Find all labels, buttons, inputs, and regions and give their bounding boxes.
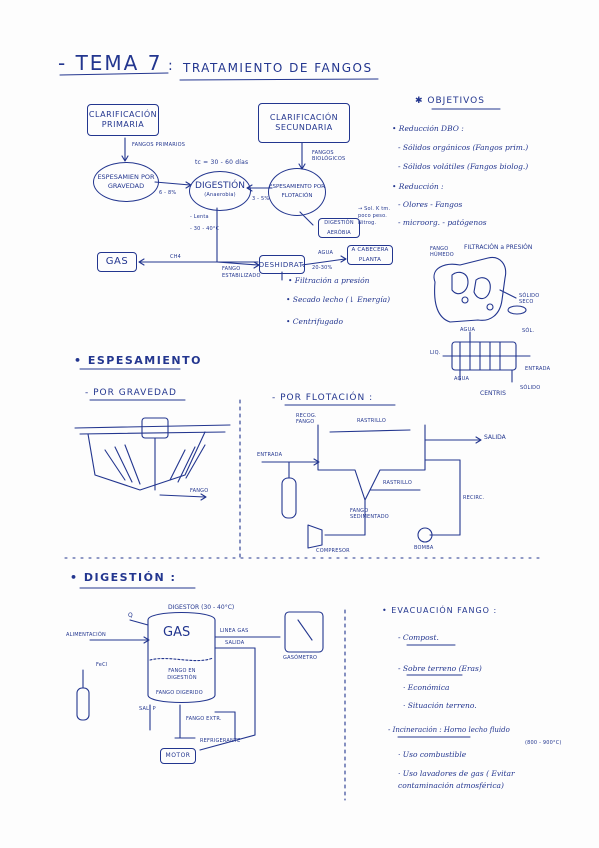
label-entrada-flot: ENTRADA xyxy=(257,452,283,458)
label-salida-flot: SALIDA xyxy=(484,434,506,441)
method-secado: • Secado lecho (↓ Energía) xyxy=(286,295,391,304)
label-sol: SÓL. xyxy=(522,328,535,334)
box-motor: MOTOR xyxy=(160,748,196,764)
box-digestion-aerobia: DIGESTIÓN AERÓBIA xyxy=(318,218,360,238)
label-fangos-biologicos: FANGOS BIOLÓGICOS xyxy=(312,150,346,162)
filter-press-drawing xyxy=(433,256,527,323)
label-fango-digestion: FANGO EN DIGESTIÓN xyxy=(167,668,197,681)
label-fango-humedo: FANGO HÚMEDO xyxy=(430,246,454,258)
label-fango-grav: FANGO xyxy=(190,488,209,494)
label-refrigerante: REFRIGERANTE xyxy=(200,738,241,744)
centrifuge-drawing xyxy=(442,331,531,383)
note-temp: - 30 - 40°C xyxy=(190,226,220,232)
label-filt-agua: AGUA xyxy=(460,327,476,333)
method-centrifugado: • Centrifugado xyxy=(286,317,344,326)
digestor-drawing xyxy=(76,611,324,751)
arrow-grav-dig xyxy=(154,181,191,186)
evac-item-5: - Incineración : Horno lecho fluido xyxy=(388,726,510,734)
label-rastrillo-top: RASTRILLO xyxy=(357,418,386,424)
pct-gravedad: 6 - 8% xyxy=(159,190,177,196)
obj-item-1: • Reducción DBO : xyxy=(392,124,464,133)
obj-item-6: - microorg. - patógenos xyxy=(398,218,487,227)
label-fecl: FeCl xyxy=(96,662,108,668)
section-digestion: • DIGESTIÓN : xyxy=(70,571,177,584)
box-deshidratacion: DESHIDRAT. xyxy=(259,255,305,274)
pct-flotacion: 3 - 5% xyxy=(252,196,270,202)
label-entrada-centr: ENTRADA xyxy=(525,366,551,372)
section-espesamiento: • ESPESAMIENTO xyxy=(74,354,202,367)
label-agua: AGUA xyxy=(318,250,334,256)
box-clarificacion-primaria: CLARIFICACIÓN PRIMARIA xyxy=(87,104,159,136)
filtracion-title: FILTRACIÓN a PRESIÓN xyxy=(464,244,533,251)
anaerobia-label: (Anaerobia) xyxy=(204,192,236,198)
label-fango-sedimentado: FANGO SEDIMENTADO xyxy=(350,508,389,520)
flotation-thickener-drawing xyxy=(261,424,482,549)
label-liq: LIQ. xyxy=(430,350,441,356)
title-underline-2 xyxy=(179,78,379,81)
gravity-thickener-drawing xyxy=(74,417,231,501)
note-sol: → Sol. K tm. poco peso. Nitrog. xyxy=(358,206,391,226)
temp-time-note: tc = 30 - 60 días xyxy=(195,159,249,166)
label-bomba: BOMBA xyxy=(414,545,434,551)
section-evacuacion: • EVACUACIÓN FANGO : xyxy=(382,606,498,615)
box-gas: GAS xyxy=(97,252,137,272)
evac-item-3: · Económica xyxy=(403,683,450,692)
label-compresor: COMPRESOR xyxy=(316,548,350,554)
label-centris: CENTRIS xyxy=(480,390,506,397)
label-recog-fango: RECOG. FANGO xyxy=(296,413,317,425)
title-underline xyxy=(59,72,169,76)
page-title: TRATAMIENTO DE FANGOS xyxy=(183,61,373,75)
oval-espesamiento-flotacion: ESPESAMIENTO POR FLOTACIÓN xyxy=(268,168,326,216)
sub-gravedad: - POR GRAVEDAD xyxy=(85,388,177,398)
obj-item-2: - Sólidos orgánicos (Fangos prim.) xyxy=(398,143,529,152)
evac-item-6: · Uso combustible xyxy=(398,750,467,759)
method-filtracion: • Filtración a presión xyxy=(288,276,370,285)
obj-item-4: • Reducción : xyxy=(392,182,444,191)
label-ch4: CH4 xyxy=(170,254,182,260)
objetivos-title: ✱ OBJETIVOS xyxy=(415,96,485,106)
label-linea-gas: LINEA GAS xyxy=(220,628,249,634)
note-lenta: - Lenta xyxy=(190,214,209,220)
obj-item-5: - Olores - Fangos xyxy=(398,200,463,209)
label-recirc: RECIRC. xyxy=(463,495,485,501)
label-centr-agua: AGUA xyxy=(454,376,470,382)
evac-item-7: · Uso lavadores de gas ( Evitar contamin… xyxy=(398,769,515,790)
pct-deshidrat: 20-30% xyxy=(312,265,333,271)
label-fango-estabilizado: FANGO ESTABILIZADO xyxy=(222,266,261,279)
label-gas-digestor: GAS xyxy=(163,625,191,640)
digestion-label: DIGESTIÓN xyxy=(195,181,245,191)
oval-digestion: DIGESTIÓN(Anaerobia) xyxy=(189,171,251,211)
oval-espesamiento-gravedad: ESPESAMIEN POR GRAVEDAD xyxy=(93,162,159,202)
arrow-agua xyxy=(301,258,346,266)
evac-temp: (800 - 900°C) xyxy=(525,740,562,746)
evac-item-1: - Compost. xyxy=(398,633,439,642)
label-solido-seco: SÓLIDO SECO xyxy=(519,293,540,305)
label-alimentacion: ALIMENTACIÓN xyxy=(66,632,106,638)
label-fangos-primarios: FANGOS PRIMARIOS xyxy=(132,142,186,148)
label-q: Q xyxy=(128,612,133,619)
label-fango-digerido: FANGO DIGERIDO xyxy=(156,690,203,696)
evac-item-4: · Situación terreno. xyxy=(403,701,477,710)
label-gasometro: GASÓMETRO xyxy=(283,655,318,661)
label-s-p: SAL. P xyxy=(139,706,156,712)
title-colon: : xyxy=(168,58,173,74)
sub-flotacion: - POR FLOTACIÓN : xyxy=(272,393,374,403)
label-centr-solido: SÓLIDO xyxy=(520,385,541,391)
obj-item-3: - Sólidos volátiles (Fangos biolog.) xyxy=(398,162,529,171)
label-digestor: DIGESTOR (30 - 40°C) xyxy=(168,604,235,611)
label-salida-digestor: SALIDA xyxy=(225,640,245,646)
label-fango-extr: FANGO EXTR. xyxy=(186,716,222,722)
evac-item-2: - Sobre terreno (Eras) xyxy=(398,664,482,673)
label-rastrillo-bottom: RASTRILLO xyxy=(383,480,412,486)
title-prefix: - TEMA 7 xyxy=(58,51,163,75)
box-clarificacion-secundaria: CLARIFICACIÓN SECUNDARIA xyxy=(258,103,350,143)
box-cabecera-planta: A CABECERA PLANTA xyxy=(347,245,393,265)
